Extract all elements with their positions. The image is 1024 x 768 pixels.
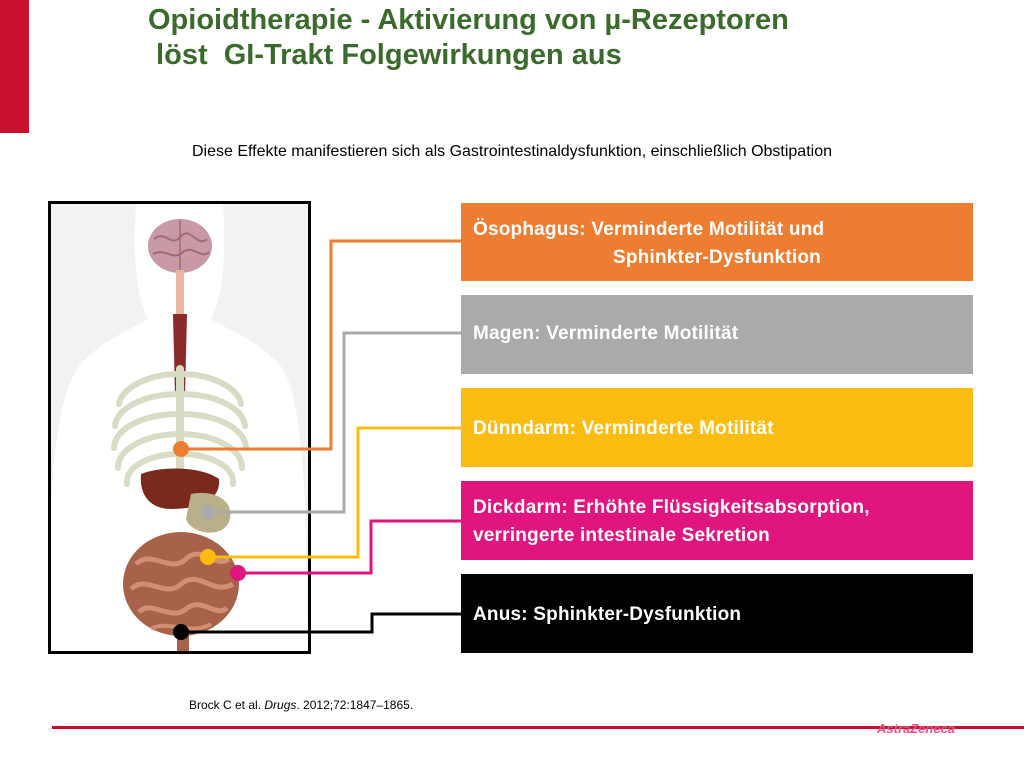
effect-stomach-line1: Magen: Verminderte Motilität xyxy=(473,323,739,344)
brain-organ xyxy=(148,219,212,273)
title-line-1: Opioidtherapie - Aktivierung von µ-Rezep… xyxy=(148,4,789,36)
anatomy-illustration xyxy=(48,201,311,654)
intestines-organ xyxy=(123,532,239,636)
citation-journal: Drugs xyxy=(264,698,297,712)
effect-stomach: Magen: Verminderte Motilität xyxy=(461,295,973,374)
slide-title: Opioidtherapie - Aktivierung von µ-Rezep… xyxy=(148,3,789,73)
effect-small-intestine: Dünndarm: Verminderte Motilität xyxy=(461,388,973,467)
brand-logo: AstraZeneca xyxy=(877,721,956,736)
slide-subtitle: Diese Effekte manifestieren sich als Gas… xyxy=(191,143,832,160)
anatomy-svg xyxy=(51,204,308,651)
title-line-2: löst GI-Trakt Folgewirkungen aus xyxy=(148,39,622,71)
effect-anus-line1: Anus: Sphinkter-Dysfunktion xyxy=(473,604,742,625)
citation: Brock C et al. Drugs. 2012;72:1847–1865. xyxy=(189,698,413,712)
effect-anus: Anus: Sphinkter-Dysfunktion xyxy=(461,574,973,653)
footer-rule xyxy=(52,726,1024,729)
effect-large-intestine: Dickdarm: Erhöhte Flüssigkeitsabsorption… xyxy=(461,481,973,560)
effect-esophagus-line2: Sphinkter-Dysfunktion xyxy=(613,247,821,268)
effect-esophagus: Ösophagus: Verminderte Motilität und Sph… xyxy=(461,203,973,281)
effect-large-intestine-line1: Dickdarm: Erhöhte Flüssigkeitsabsorption… xyxy=(473,497,870,518)
effect-esophagus-line1: Ösophagus: Verminderte Motilität und xyxy=(473,219,825,240)
accent-bar xyxy=(0,0,29,133)
effect-small-intestine-line1: Dünndarm: Verminderte Motilität xyxy=(473,418,774,439)
rectum-organ xyxy=(177,629,189,651)
citation-authors: Brock C et al. xyxy=(189,698,265,712)
citation-details: . 2012;72:1847–1865. xyxy=(296,698,414,712)
effect-large-intestine-line2: verringerte intestinale Sekretion xyxy=(473,525,770,546)
